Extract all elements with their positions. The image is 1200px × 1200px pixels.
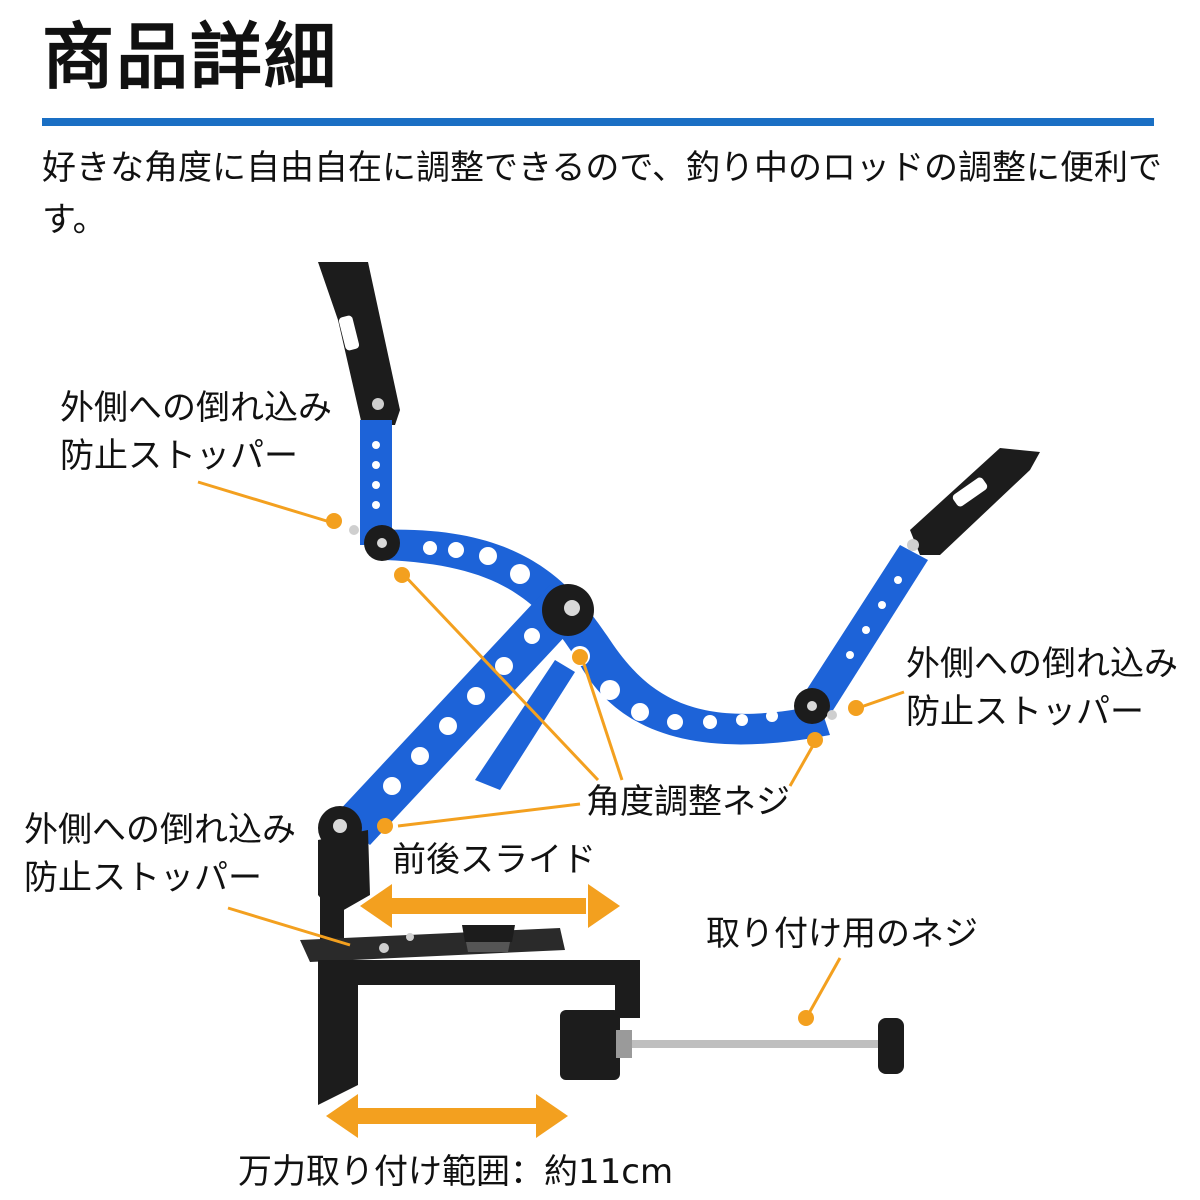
stopper-label-bottom-left: 外側への倒れ込み 防止ストッパー	[24, 806, 296, 902]
clamp-range-arrow-icon	[326, 1094, 568, 1138]
slide-knob-icon	[462, 925, 515, 952]
c-clamp-icon	[318, 960, 640, 1105]
product-description: 好きな角度に自由自在に調整できるので、釣り中のロッドの調整に便利です。	[42, 148, 1162, 240]
stopper-label-right: 外側への倒れ込み 防止ストッパー	[906, 640, 1178, 736]
title-divider	[42, 118, 1154, 126]
blue-arm-crossing	[475, 660, 575, 790]
stopper-label-line2: 防止ストッパー	[24, 858, 262, 898]
clamp-range-label: 万力取り付け範囲：約11cm	[238, 1152, 674, 1192]
callout-dots	[326, 513, 864, 1026]
stopper-label-line2: 防止ストッパー	[60, 436, 298, 476]
rod-holder-right-icon	[907, 448, 1040, 555]
stopper-label-line1: 外側への倒れ込み	[60, 388, 332, 428]
stopper-label-line1: 外側への倒れ込み	[906, 644, 1178, 684]
stopper-label-top-left: 外側への倒れ込み 防止ストッパー	[60, 384, 332, 480]
stopper-label-line1: 外側への倒れ込み	[24, 810, 296, 850]
rod-holder-left-icon	[318, 262, 400, 425]
page-title: 商品詳細	[42, 15, 339, 99]
swivel-mount-icon	[318, 830, 370, 940]
blue-arm-right	[800, 545, 928, 715]
angle-screw-label: 角度調整ネジ	[586, 782, 790, 822]
angle-knob-right-icon	[794, 688, 830, 724]
mount-screw-label: 取り付け用のネジ	[706, 914, 978, 954]
blue-arm-lower	[335, 585, 585, 845]
angle-knob-center-icon	[542, 584, 594, 636]
blue-arm-upper-left	[360, 420, 392, 545]
callout-lines	[197, 480, 905, 1016]
stopper-label-line2: 防止ストッパー	[906, 692, 1144, 732]
stopper-pin-top-left	[349, 525, 359, 535]
slide-range-arrow-icon	[360, 884, 620, 928]
mount-screw-icon	[616, 1018, 904, 1074]
angle-knob-top-left-icon	[364, 525, 400, 561]
slide-label: 前後スライド	[392, 840, 596, 880]
stopper-pin-right	[827, 710, 837, 720]
